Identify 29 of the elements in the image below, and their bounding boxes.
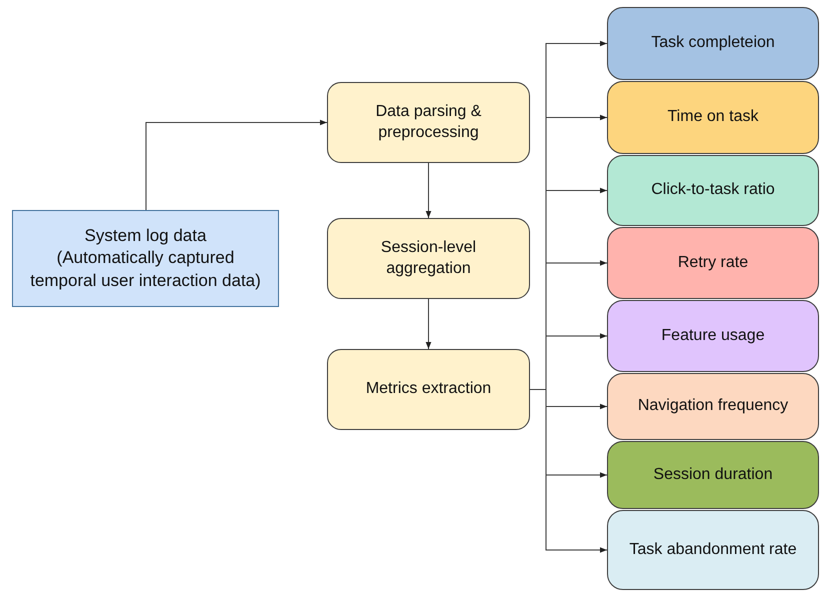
metric-box <box>607 441 819 509</box>
metric-box <box>607 81 819 154</box>
node-label: Retry rate <box>678 252 748 273</box>
node-label: Metrics extraction <box>366 379 492 400</box>
node-label: Feature usage <box>661 326 765 346</box>
node-label: Time on task <box>668 107 758 128</box>
arrow <box>146 120 328 210</box>
metric-box <box>607 373 819 440</box>
node-description: (Automatically captured temporal user interaction data) <box>29 247 262 292</box>
metric-box <box>607 7 819 80</box>
node-label: Navigation frequency <box>638 396 788 416</box>
metric-box <box>607 300 819 372</box>
source-box <box>12 210 279 307</box>
metric-box <box>607 227 819 299</box>
arrow <box>426 298 432 350</box>
node-label: System log data <box>84 225 206 248</box>
node-label: Task abandonment rate <box>629 540 797 560</box>
arrow <box>426 162 432 218</box>
process-box <box>327 218 530 299</box>
node-label: Task completeion <box>651 33 775 54</box>
arrow <box>530 389 608 553</box>
node-label: Data parsing & preprocessing <box>374 102 482 142</box>
node-label: Session duration <box>653 464 773 485</box>
process-box <box>327 349 530 430</box>
process-box <box>327 82 530 163</box>
node-label: Click-to-task ratio <box>651 180 775 200</box>
node-label: Session-level aggregation <box>380 238 478 278</box>
metric-box <box>607 510 819 590</box>
metric-box <box>607 155 819 226</box>
